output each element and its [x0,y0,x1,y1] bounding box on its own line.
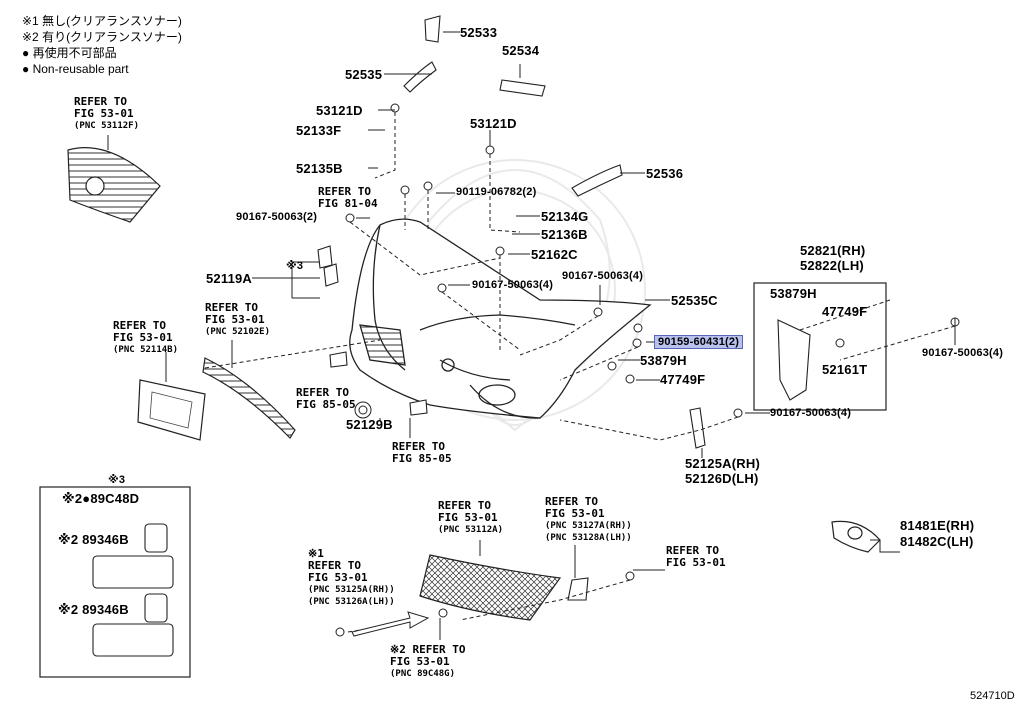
refer-line: FIG 85-05 [392,452,452,465]
refer-line: ※2 REFER TO [390,643,466,656]
refer-fig-85-05-a[interactable]: REFER TO FIG 85-05 [296,387,356,411]
part-53879h-b[interactable]: 53879H [770,286,817,301]
part-90167-50063-2[interactable]: 90167-50063(2) [236,211,318,223]
refer-fig-53-01-89c48g[interactable]: ※2 REFER TO FIG 53-01 (PNC 89C48G) [390,644,465,680]
refer-fig-53-01-53112a[interactable]: REFER TO FIG 53-01 (PNC 53112A) [438,500,503,536]
part-52821-rh[interactable]: 52821(RH) [800,243,866,258]
part-52535c[interactable]: 52535C [671,293,718,308]
refer-line: FIG 53-01 [390,655,450,668]
part-90159-60431-highlighted[interactable]: 90159-60431(2) [654,335,744,349]
refer-fig-53-01-52114b[interactable]: REFER TO FIG 53-01 (PNC 52114B) [113,320,178,356]
refer-line: FIG 53-01 [438,511,498,524]
part-53121d-a[interactable]: 53121D [316,103,363,118]
license-bracket [137,379,206,441]
refer-line: REFER TO [545,495,598,508]
refer-line: REFER TO [392,440,445,453]
part-52125a-rh[interactable]: 52125A(RH) [685,456,760,471]
refer-line: REFER TO [318,185,371,198]
refer-line: (PNC 52102E) [205,327,271,337]
part-52536[interactable]: 52536 [646,166,684,181]
refer-line: REFER TO [308,559,361,572]
legend-item: ● Non-reusable part [22,62,129,76]
part-81481e-rh[interactable]: 81481E(RH) [900,518,975,533]
refer-fig-53-01-53125a[interactable]: ※1 REFER TO FIG 53-01 (PNC 53125A(RH)) (… [308,548,395,608]
refer-line: (PNC 53128A(LH)) [545,533,632,543]
part-52535[interactable]: 52535 [345,67,383,82]
legend-item: ※1 無し(クリアランスソナー) [22,14,182,28]
refer-fig-53-01-52102e[interactable]: REFER TO FIG 53-01 (PNC 52102E) [205,302,270,338]
part-53879h-a[interactable]: 53879H [640,353,687,368]
legend: ※1 無し(クリアランスソナー) ※2 有り(クリアランスソナー) ● 再使用不… [22,13,182,77]
part-89346b-b[interactable]: ※2 89346B [58,602,129,617]
part-52133f[interactable]: 52133F [296,123,342,138]
inset-box-89c48d [39,486,191,678]
part-52136b[interactable]: 52136B [541,227,588,242]
group-box-52821 [753,282,887,411]
part-90119-06782[interactable]: 90119-06782(2) [456,186,537,198]
refer-fig-53-01-c[interactable]: REFER TO FIG 53-01 [666,545,726,569]
refer-line: (PNC 89C48G) [390,669,456,679]
lower-grille [419,554,562,621]
legend-item: ※2 有り(クリアランスソナー) [22,30,182,44]
part-47749f-b[interactable]: 47749F [822,304,868,319]
refer-line: FIG 53-01 [205,313,265,326]
refer-fig-81-04[interactable]: REFER TO FIG 81-04 [318,186,378,210]
refer-line: FIG 85-05 [296,398,356,411]
refer-line: FIG 53-01 [545,507,605,520]
grille-strip [202,357,296,439]
part-81482c-lh[interactable]: 81482C(LH) [900,534,974,549]
refer-line: (PNC 52114B) [113,345,179,355]
part-89346b-a[interactable]: ※2 89346B [58,532,129,547]
part-52135b[interactable]: 52135B [296,161,343,176]
refer-line: FIG 53-01 [308,571,368,584]
refer-line: REFER TO [438,499,491,512]
refer-line: FIG 53-01 [666,556,726,569]
refer-line: (PNC 53127A(RH)) [545,521,632,531]
part-90167-50063-4a[interactable]: 90167-50063(4) [472,279,554,291]
fog-lamp-cover [831,520,881,553]
refer-fig-53-01-53127a[interactable]: REFER TO FIG 53-01 (PNC 53127A(RH)) (PNC… [545,496,632,544]
refer-line: FIG 81-04 [318,197,378,210]
diagram-code: 524710D [970,690,1015,702]
part-52533[interactable]: 52533 [460,25,498,40]
refer-line: ※1 [308,547,324,560]
refer-line: REFER TO [113,319,166,332]
part-52162c[interactable]: 52162C [531,247,578,262]
direction-arrow [351,611,430,637]
part-90167-50063-4d[interactable]: 90167-50063(4) [770,407,852,419]
part-53121d-b[interactable]: 53121D [470,116,517,131]
front-grille [67,147,161,223]
refer-line: REFER TO [74,95,127,108]
part-52126d-lh[interactable]: 52126D(LH) [685,471,759,486]
refer-line: (PNC 53112F) [74,121,140,131]
part-52534[interactable]: 52534 [502,43,540,58]
part-52129b[interactable]: 52129B [346,417,393,432]
refer-line: REFER TO [205,301,258,314]
refer-line: FIG 53-01 [113,331,173,344]
refer-fig-53-01-53112f[interactable]: REFER TO FIG 53-01 (PNC 53112F) [74,96,139,132]
refer-line: REFER TO [666,544,719,557]
part-90167-50063-4b[interactable]: 90167-50063(4) [562,270,644,282]
refer-line: FIG 53-01 [74,107,134,120]
refer-line: (PNC 53126A(LH)) [308,597,395,607]
part-52119a[interactable]: 52119A [206,271,253,286]
refer-line: (PNC 53112A) [438,525,504,535]
part-47749f-a[interactable]: 47749F [660,372,706,387]
part-52161t[interactable]: 52161T [822,362,868,377]
part-89c48d[interactable]: ※2●89C48D [62,491,140,506]
note-x3: ※3 [286,260,304,272]
inset-note-x3: ※3 [108,474,126,486]
refer-fig-85-05-b[interactable]: REFER TO FIG 85-05 [392,441,452,465]
refer-line: REFER TO [296,386,349,399]
part-52134g[interactable]: 52134G [541,209,589,224]
refer-line: (PNC 53125A(RH)) [308,585,395,595]
part-52822-lh[interactable]: 52822(LH) [800,258,864,273]
part-90167-50063-4c[interactable]: 90167-50063(4) [922,347,1004,359]
legend-item: ● 再使用不可部品 [22,46,117,60]
